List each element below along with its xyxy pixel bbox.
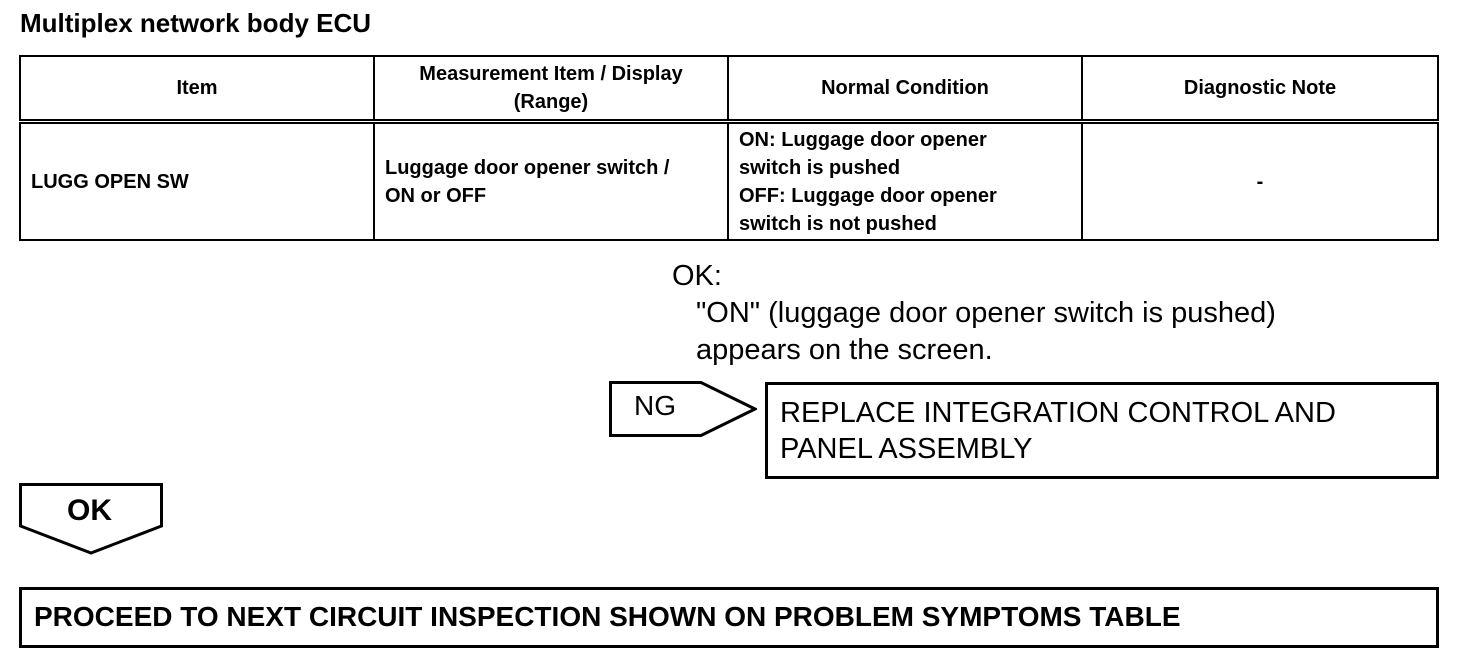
data-list-table: Item Measurement Item / Display (Range) … [19,55,1439,241]
cell-measurement-line1: Luggage door opener switch / [385,156,670,179]
ok-result-text: OK: "ON" (luggage door opener switch is … [672,258,1276,369]
cell-normal-line1: ON: Luggage door opener [739,128,987,151]
cell-measurement: Luggage door opener switch / ON or OFF [373,120,729,241]
replace-action-line1: REPLACE INTEGRATION CONTROL AND [780,397,1336,429]
page-title: Multiplex network body ECU [20,8,372,38]
cell-normal-line4: switch is not pushed [739,212,937,235]
cell-normal-line2: switch is pushed [739,156,901,179]
ok-down-arrow-icon [19,483,163,555]
table-row: LUGG OPEN SW Luggage door opener switch … [19,120,1439,241]
cell-normal-condition: ON: Luggage door opener switch is pushed… [727,120,1083,241]
column-header-normal-condition: Normal Condition [727,55,1083,124]
ok-label: OK [67,494,112,527]
column-header-measurement-line2: (Range) [513,91,589,113]
cell-item: LUGG OPEN SW [19,120,375,241]
column-header-measurement: Measurement Item / Display (Range) [373,55,729,124]
ok-result-line1: "ON" (luggage door opener switch is push… [696,297,1276,329]
ng-arrow-icon [609,381,757,437]
ng-label: NG [634,390,676,421]
column-header-measurement-line1: Measurement Item / Display [419,63,683,85]
column-header-diagnostic-note: Diagnostic Note [1081,55,1439,124]
column-header-item: Item [19,55,375,124]
proceed-action-box: PROCEED TO NEXT CIRCUIT INSPECTION SHOWN… [19,587,1439,648]
cell-diagnostic-note: - [1081,120,1439,241]
replace-action-line2: PANEL ASSEMBLY [780,433,1033,465]
cell-measurement-line2: ON or OFF [385,184,487,207]
table-header-row: Item Measurement Item / Display (Range) … [19,55,1439,124]
cell-normal-line3: OFF: Luggage door opener [739,184,997,207]
replace-action-box: REPLACE INTEGRATION CONTROL AND PANEL AS… [765,382,1439,479]
ok-result-label: OK: [672,260,722,292]
ok-result-line2: appears on the screen. [696,334,993,366]
